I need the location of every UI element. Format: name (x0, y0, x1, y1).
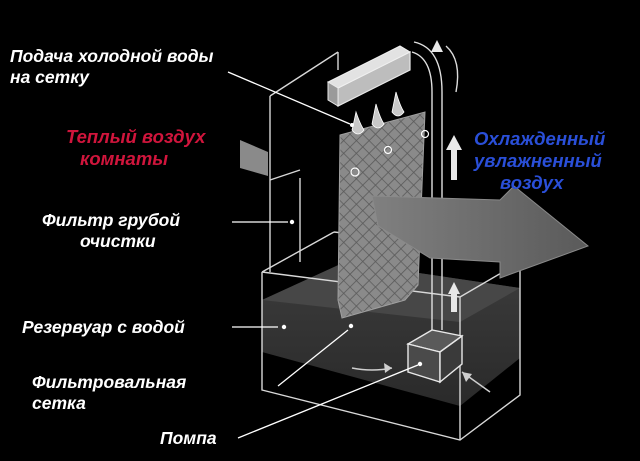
water-reservoir-label: Резервуар с водой (22, 317, 185, 337)
leader-lines (227, 71, 419, 439)
cool-air-arrow-icon (371, 185, 590, 279)
water-pipe (411, 41, 443, 330)
curve-arrow-icon (445, 45, 459, 93)
leader-dots (281, 123, 423, 367)
cold-water-supply-label: Подача холодной воды на сетку (10, 46, 214, 87)
coarse-filter-label: Фильтр грубой очистки (42, 210, 181, 251)
filter-mesh-label: Фильтровальная сетка (32, 372, 187, 413)
coarse-filter-panel (269, 51, 339, 272)
warm-room-air-label: Теплый воздух комнаты (66, 126, 206, 169)
pump-icon (406, 329, 464, 384)
water-drops (351, 91, 405, 135)
cooled-humid-air-label: Охлажденный увлажненный воздух (474, 128, 606, 193)
water-bubbles (350, 129, 430, 177)
water-distribution-bar (326, 45, 412, 107)
pump-label: Помпа (160, 428, 217, 448)
flow-arrows (351, 363, 491, 393)
warm-air-arrow-icon (240, 140, 268, 176)
water-up-arrow-icon (431, 40, 462, 312)
